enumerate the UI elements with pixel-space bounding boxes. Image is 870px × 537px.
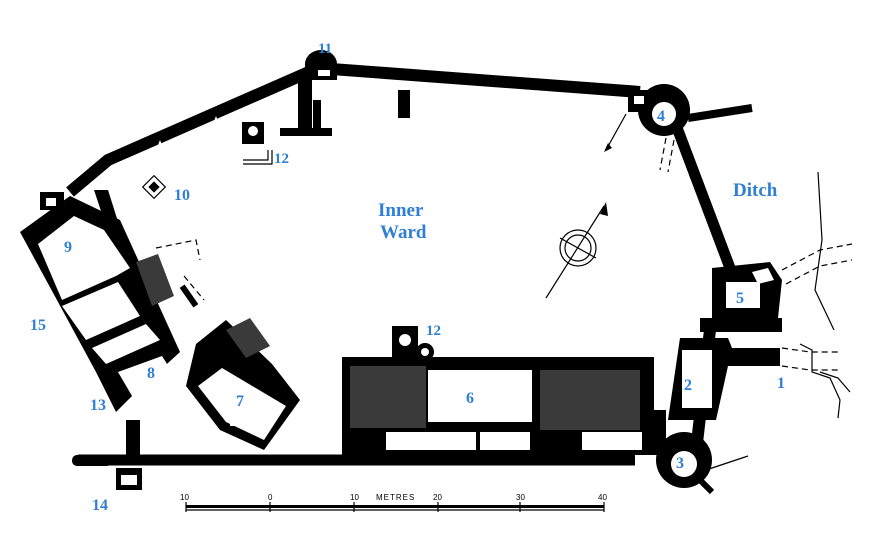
- scale-title: METRES: [376, 493, 415, 502]
- tower-11: [298, 50, 337, 128]
- label-inner-ward-2: Ward: [380, 222, 427, 243]
- west-ranges: [20, 190, 205, 412]
- scale-tick-10: 10: [350, 493, 359, 502]
- wall-fragment-2: [313, 100, 321, 132]
- label-10: 10: [174, 187, 190, 204]
- label-12-south: 12: [426, 323, 441, 339]
- scale-tick-30: 30: [516, 493, 525, 502]
- label-7: 7: [236, 393, 244, 410]
- label-9: 9: [64, 239, 72, 256]
- scale-tick-20: 20: [433, 493, 442, 502]
- label-ditch: Ditch: [733, 180, 778, 201]
- scale-bar: 10 0 10 20 30 40 METRES: [180, 493, 607, 512]
- label-8: 8: [147, 365, 155, 382]
- tower-4: [604, 84, 753, 173]
- label-6: 6: [466, 390, 474, 407]
- label-1: 1: [777, 375, 785, 392]
- label-4: 4: [657, 108, 665, 125]
- label-2: 2: [684, 377, 692, 394]
- wall-fragment: [280, 128, 332, 136]
- scale-tick-neg10: 10: [180, 493, 189, 502]
- feature-12-north: [242, 122, 273, 165]
- arrow-loops: [124, 116, 220, 172]
- labels: Inner Ward Ditch 1 2 3 4 5 6 7 8 9 10 11…: [30, 41, 785, 514]
- label-inner-ward-1: Inner: [378, 200, 424, 221]
- label-5: 5: [736, 290, 744, 307]
- scale-tick-0: 0: [268, 493, 273, 502]
- label-13: 13: [90, 397, 106, 414]
- label-11: 11: [318, 41, 332, 57]
- tower-5: [712, 171, 853, 331]
- north-arrow: [545, 202, 608, 299]
- scale-tick-40: 40: [598, 493, 607, 502]
- label-12-north: 12: [274, 151, 289, 167]
- buttress: [398, 90, 410, 118]
- label-3: 3: [676, 455, 684, 472]
- feature-10-well: [141, 174, 167, 200]
- building-6-range: [342, 326, 654, 455]
- building-7: [186, 318, 300, 450]
- gatehouse: [668, 318, 851, 420]
- label-15: 15: [30, 317, 46, 334]
- label-14: 14: [92, 497, 108, 514]
